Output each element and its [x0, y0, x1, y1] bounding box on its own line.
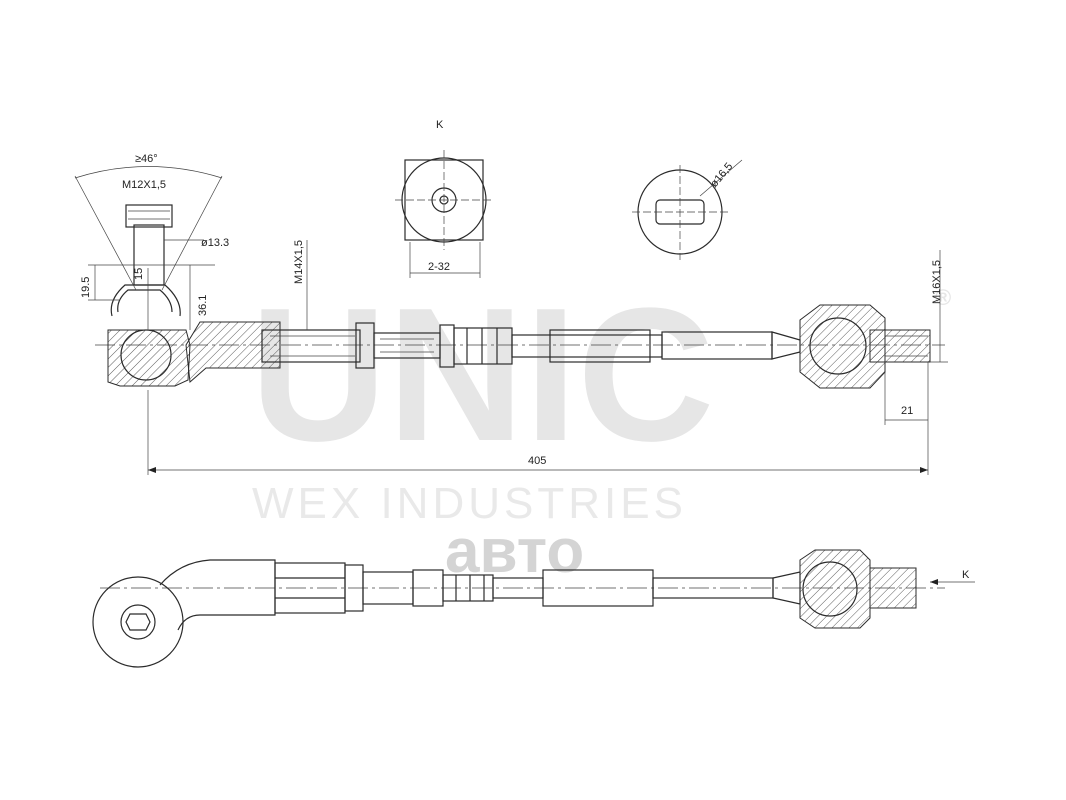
stud-nut	[125, 204, 173, 228]
side-inner-housing	[799, 549, 871, 629]
inner-ball	[809, 317, 867, 375]
eye-outer	[92, 576, 184, 668]
dim-15: 15	[133, 268, 145, 280]
stud-diameter-label: ø13.3	[201, 237, 229, 249]
stud-thread-label: M12X1,5	[122, 179, 166, 191]
boot-inner	[117, 289, 173, 313]
dim-m14: M14X1,5	[293, 240, 305, 284]
view-k-side-label: K	[962, 569, 970, 581]
dim-405: 405	[528, 455, 546, 467]
dim-m16: M16X1,5	[931, 260, 943, 304]
eye-inner	[120, 604, 156, 640]
section-boot: ø16,5	[632, 159, 743, 260]
watermark-brand: UNIC	[250, 269, 714, 481]
inner-ball-joint	[799, 304, 931, 389]
angle-label: ≥46°	[135, 153, 158, 165]
dim-21: 21	[901, 405, 913, 417]
overlay-logo: авто	[445, 517, 584, 586]
inner-thread-stub	[869, 329, 931, 363]
side-inner-thread	[869, 567, 917, 609]
section-k: K 2-32	[395, 119, 494, 278]
tie-rod-end-arm	[185, 321, 281, 384]
dim-36-1: 36.1	[197, 295, 209, 316]
dim-2-32: 2-32	[428, 261, 450, 273]
stud	[133, 224, 165, 286]
watermark-registered: ®	[935, 285, 951, 310]
dimensions-top: ≥46° M12X1,5 ø13.3 19.5 15 36.1 M14X1,5 …	[74, 153, 948, 475]
thread-bore	[261, 329, 361, 363]
ball-joint-left	[107, 204, 191, 387]
side-view: K	[92, 549, 975, 668]
dim-boot-diameter: ø16,5	[708, 161, 735, 190]
ball	[120, 329, 172, 381]
view-k-label: K	[436, 119, 444, 131]
dim-19-5: 19.5	[80, 277, 92, 298]
top-view	[95, 204, 945, 389]
side-arm	[159, 559, 276, 631]
watermark-company: WEX INDUSTRIES	[252, 479, 687, 528]
ball-housing	[107, 329, 191, 387]
hex-socket	[125, 613, 151, 631]
overlay-logo-text: авто	[445, 517, 584, 586]
